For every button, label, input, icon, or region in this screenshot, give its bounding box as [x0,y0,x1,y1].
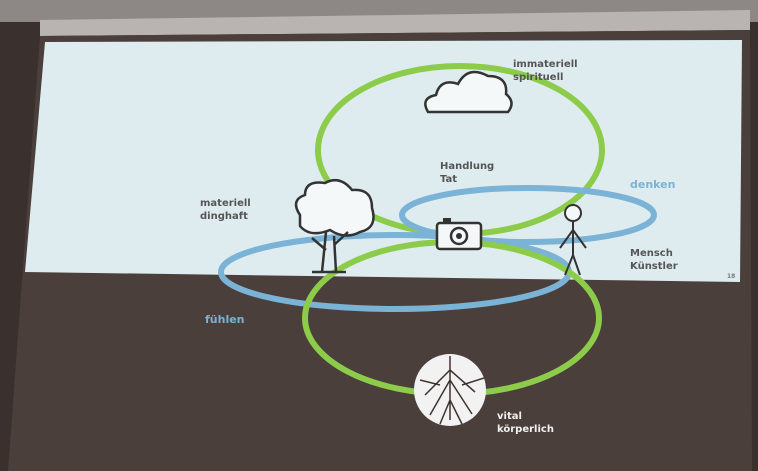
label-immateriell: immateriell spirituell [513,58,578,84]
camera-icon [435,218,483,251]
label-materiell: materiell dinghaft [200,197,251,223]
blue-ring-right [399,185,657,245]
label-line: körperlich [497,424,554,435]
cloud-icon [424,70,513,114]
label-line: vital [497,411,522,422]
slide-light-area [25,40,742,282]
roots-icon [414,354,486,426]
label-fuehlen: fühlen [205,313,245,326]
label-line: Handlung [440,161,495,172]
person-icon [559,204,587,276]
label-line: spirituell [513,72,564,83]
label-line: Tat [440,174,458,185]
label-line: Mensch [630,248,673,259]
label-denken: denken [630,178,676,191]
label-line: immateriell [513,59,578,70]
label-line: materiell [200,198,251,209]
label-line: Künstler [630,261,678,272]
page-number: 18 [727,273,736,280]
label-vital: vital körperlich [497,410,554,436]
screen-housing [40,10,750,36]
tree-icon [294,178,375,274]
label-line: dinghaft [200,211,248,222]
